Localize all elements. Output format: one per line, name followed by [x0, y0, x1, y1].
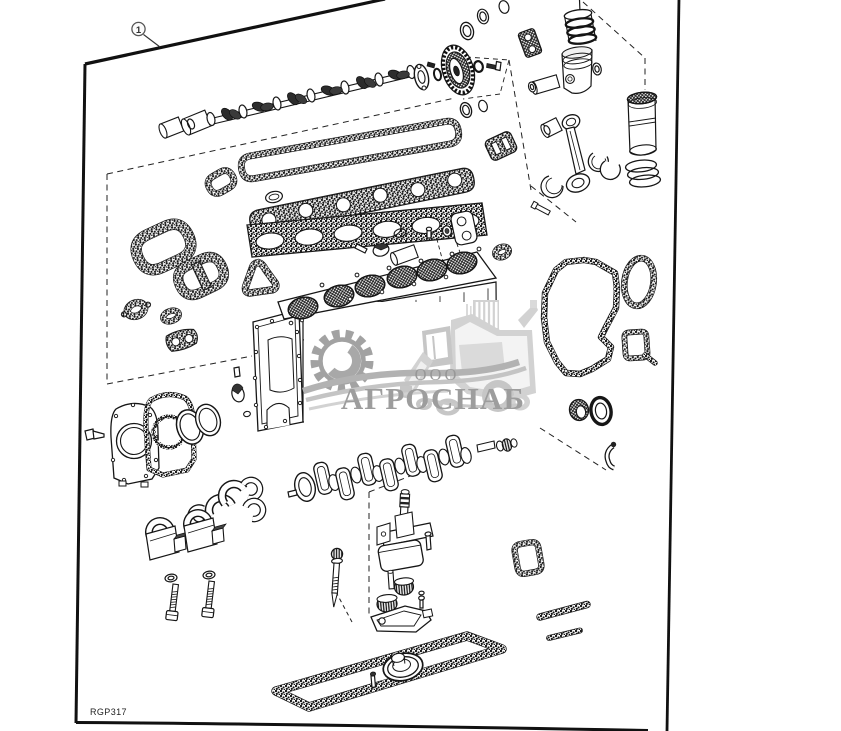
svg-text:RGP317: RGP317 [90, 707, 127, 717]
svg-text:OOO: OOO [415, 365, 460, 384]
svg-text:АГРОСНАБ: АГРОСНАБ [341, 381, 525, 416]
svg-text:1: 1 [136, 25, 142, 36]
